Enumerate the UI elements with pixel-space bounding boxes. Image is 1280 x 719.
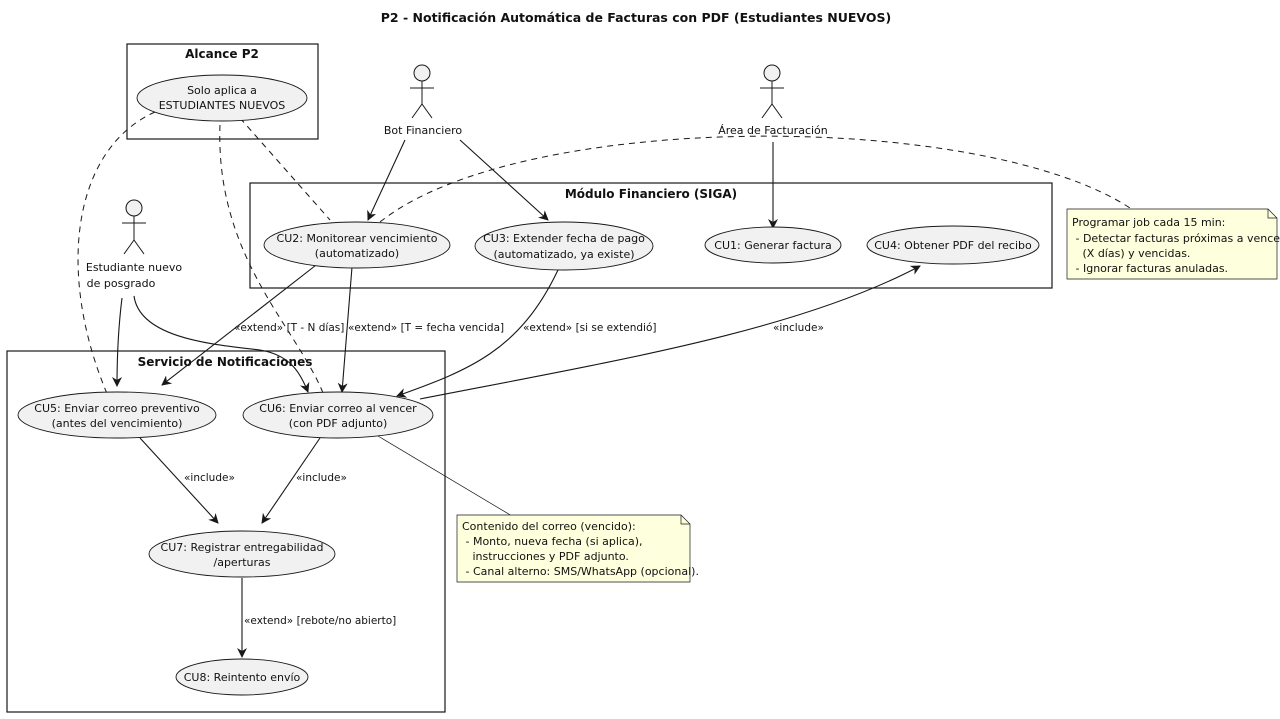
usecase-cu6-line2: (con PDF adjunto) [289, 417, 388, 430]
scope-link-cu5 [77, 111, 156, 406]
package-alcance-title: Alcance P2 [185, 47, 259, 61]
label-cu2-cu6: «extend» [T = fecha vencida] [348, 322, 504, 334]
edge-cu2-cu5 [161, 261, 321, 386]
note-job-line1: Programar job cada 15 min: [1072, 216, 1225, 229]
note-correo-line4: - Canal alterno: SMS/WhatsApp (opcional)… [462, 565, 699, 578]
scope-link-cu6 [219, 124, 326, 399]
label-cu6-cu4: «include» [773, 322, 824, 334]
label-cu5-cu7: «include» [184, 472, 235, 484]
note-correo-link [377, 435, 513, 517]
usecase-cu1-label: CU1: Generar factura [714, 239, 831, 252]
usecase-cu7-line1: CU7: Registrar entregabilidad [161, 541, 324, 554]
edge-cu6-cu7 [261, 437, 321, 524]
usecase-scope-line2: ESTUDIANTES NUEVOS [159, 99, 286, 112]
label-cu7-cu8: «extend» [rebote/no abierto] [244, 615, 396, 627]
usecase-cu6-line1: CU6: Enviar correo al vencer [259, 402, 417, 415]
actor-head-icon [763, 64, 781, 82]
edge-estudiante-cu5 [112, 297, 123, 387]
usecase-scope[interactable]: Solo aplica a ESTUDIANTES NUEVOS [136, 74, 308, 122]
note-job-line4: - Ignorar facturas anuladas. [1072, 262, 1228, 275]
actor-area-label: Área de Facturación [718, 124, 828, 137]
usecase-cu5-line1: CU5: Enviar correo preventivo [34, 402, 200, 415]
usecase-cu7-line2: /aperturas [214, 556, 271, 569]
usecase-cu2[interactable]: CU2: Monitorear vencimiento (automatizad… [263, 221, 451, 269]
actor-head-icon [413, 64, 431, 82]
note-job-line2: - Detectar facturas próximas a vencer [1072, 232, 1280, 245]
note-job: Programar job cada 15 min: - Detectar fa… [1066, 208, 1280, 280]
label-cu2-cu5: «extend» [T - N días] [234, 322, 344, 334]
note-correo-line3: instrucciones y PDF adjunto. [462, 550, 629, 563]
actor-bot-label: Bot Financiero [384, 124, 463, 137]
actor-estudiante-label-line1: Estudiante nuevo [86, 261, 183, 274]
package-servicio-notificaciones: Servicio de Notificaciones [6, 350, 446, 713]
actor-head-icon [125, 199, 143, 217]
edge-estudiante-cu6 [133, 295, 310, 393]
package-servicio-title: Servicio de Notificaciones [138, 355, 313, 369]
edge-cu2-cu6 [337, 266, 353, 393]
edge-bot-cu3 [459, 139, 549, 221]
diagram-title: P2 - Notificación Automática de Facturas… [381, 10, 891, 25]
usecase-cu8[interactable]: CU8: Reintento envío [175, 658, 309, 696]
actor-area-facturacion[interactable]: Área de Facturación [718, 64, 828, 137]
actor-bot-financiero[interactable]: Bot Financiero [384, 64, 463, 137]
note-correo-line2: - Monto, nueva fecha (si aplica), [462, 535, 643, 548]
scope-link-cu2 [239, 117, 331, 221]
note-job-line3: (X días) y vencidas. [1072, 247, 1190, 260]
package-alcance: Alcance P2 [126, 43, 319, 140]
usecase-cu7[interactable]: CU7: Registrar entregabilidad /aperturas [148, 530, 336, 578]
usecase-cu8-label: CU8: Reintento envío [184, 671, 301, 684]
edge-cu5-cu7 [139, 437, 219, 524]
actor-estudiante-nuevo[interactable]: Estudiante nuevo de posgrado [86, 199, 183, 290]
package-modulo-financiero: Módulo Financiero (SIGA) [249, 182, 1053, 289]
label-cu3-cu6: «extend» [si se extendió] [523, 322, 657, 334]
note-job-link [379, 135, 1131, 223]
edge-cu3-cu6 [396, 269, 559, 398]
usecase-cu3-line2: (automatizado, ya existe) [493, 248, 634, 261]
usecase-cu2-line1: CU2: Monitorear vencimiento [277, 232, 438, 245]
usecase-cu3[interactable]: CU3: Extender fecha de pago (automatizad… [474, 221, 654, 271]
usecase-cu6[interactable]: CU6: Enviar correo al vencer (con PDF ad… [242, 391, 434, 439]
usecase-cu4[interactable]: CU4: Obtener PDF del recibo [866, 225, 1040, 265]
note-correo-line1: Contenido del correo (vencido): [462, 520, 636, 533]
actor-body-icon [760, 81, 784, 119]
edge-cu6-cu4 [419, 265, 921, 400]
usecase-cu4-label: CU4: Obtener PDF del recibo [874, 239, 1032, 252]
usecase-cu3-line1: CU3: Extender fecha de pago [483, 232, 645, 245]
edge-bot-cu2 [367, 139, 406, 221]
note-correo: Contenido del correo (vencido): - Monto,… [456, 514, 699, 583]
actor-estudiante-label-line2: de posgrado [87, 277, 156, 290]
usecase-scope-line1: Solo aplica a [187, 84, 257, 97]
actor-body-icon [122, 216, 146, 255]
usecase-cu5[interactable]: CU5: Enviar correo preventivo (antes del… [17, 391, 217, 439]
usecase-cu5-line2: (antes del vencimiento) [52, 417, 183, 430]
label-cu6-cu7: «include» [296, 472, 347, 484]
usecase-cu2-line2: (automatizado) [315, 247, 399, 260]
actor-body-icon [410, 81, 434, 119]
package-modulo-title: Módulo Financiero (SIGA) [565, 187, 737, 201]
usecase-cu1[interactable]: CU1: Generar factura [704, 226, 842, 264]
